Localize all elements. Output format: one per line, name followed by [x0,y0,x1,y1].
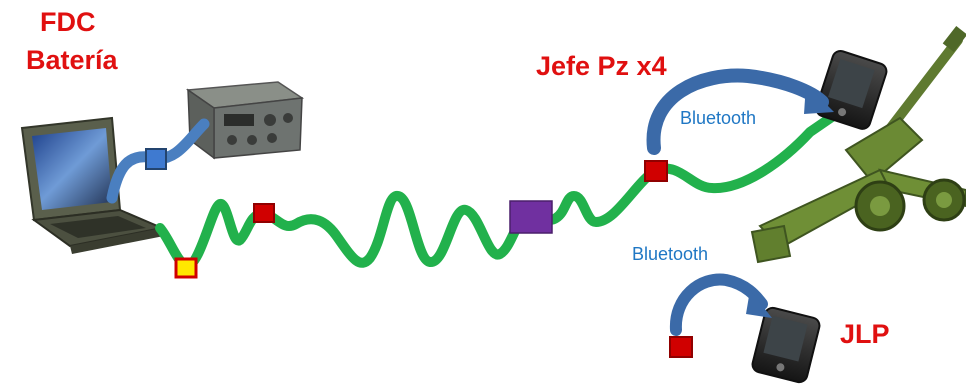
laptop-icon [20,116,166,254]
bluetooth-arc-bottom [669,273,768,336]
wireless-link-main [155,105,847,271]
node-purple [509,200,553,234]
node-red-1 [253,203,275,223]
node-blue [145,148,167,170]
node-red-jlp [669,336,693,358]
node-red-jefe [644,160,668,182]
label-bluetooth-top: Bluetooth [680,108,757,128]
label-jefe-pz: Jefe Pz x4 [536,51,667,81]
pda-icon [751,306,821,384]
bluetooth-arrowhead-bottom [746,290,772,318]
howitzer-icon [750,26,966,264]
bluetooth-arc-top [646,68,829,155]
label-fdc: FDC [40,7,96,37]
label-jlp: JLP [840,319,890,349]
bluetooth-arrowhead-top [804,84,834,114]
label-bateria: Batería [26,45,118,75]
pda-icon [815,49,888,130]
node-yellow [174,257,198,279]
label-bluetooth-bottom: Bluetooth [632,244,709,264]
